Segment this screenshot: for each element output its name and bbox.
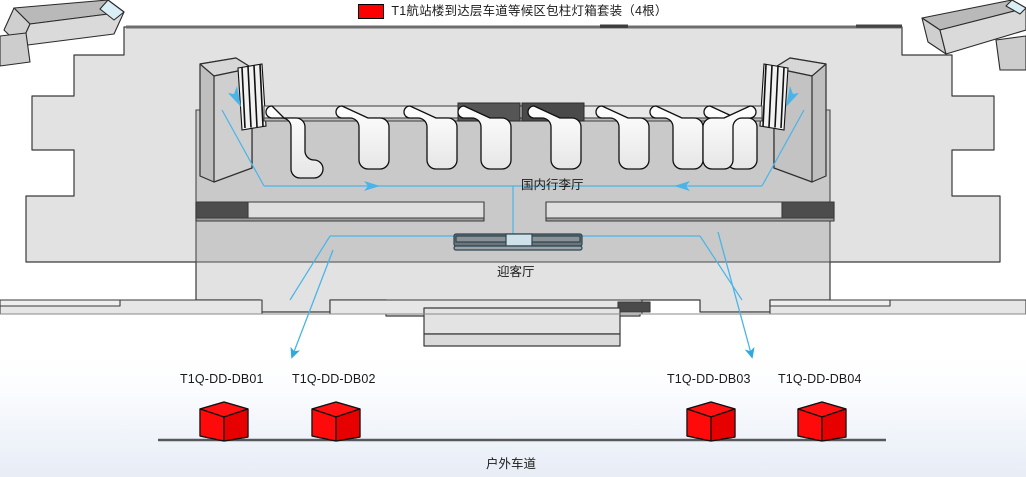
pier-slab-right-lower [995, 35, 1026, 71]
marker-box-2 [311, 401, 361, 442]
marker-elevation-panel [0, 357, 1026, 477]
counter-left [195, 201, 485, 222]
pier-slab-left [3, 0, 125, 47]
pier-slab-right [921, 0, 1026, 55]
roof-edge-vent-2 [856, 24, 902, 28]
legend: T1航站楼到达层车道等候区包柱灯箱套装（4根） [0, 0, 1026, 22]
route-arrow-heads [228, 86, 799, 191]
escalator-right [759, 63, 789, 131]
marker-box-1 [199, 401, 249, 442]
legend-label: T1航站楼到达层车道等候区包柱灯箱套装（4根） [391, 4, 668, 18]
terminal-isometric-plan [0, 0, 1026, 359]
entrance-apron [0, 299, 1026, 315]
pier-slab-left-lower [0, 32, 31, 67]
leader-lines [290, 231, 755, 359]
marker-box-4 [797, 401, 847, 442]
baggage-carousels [265, 105, 758, 179]
escalator-left [237, 63, 267, 131]
leader-right [717, 231, 755, 359]
apron-marker-box [617, 301, 651, 313]
red-square-swatch [358, 3, 385, 19]
counter-right [545, 201, 835, 222]
leader-left [290, 249, 334, 359]
greeting-hall-barrier [453, 233, 583, 251]
roof-edge [126, 25, 902, 29]
roof-edge-vent [600, 24, 628, 28]
marker-box-3 [686, 401, 736, 442]
